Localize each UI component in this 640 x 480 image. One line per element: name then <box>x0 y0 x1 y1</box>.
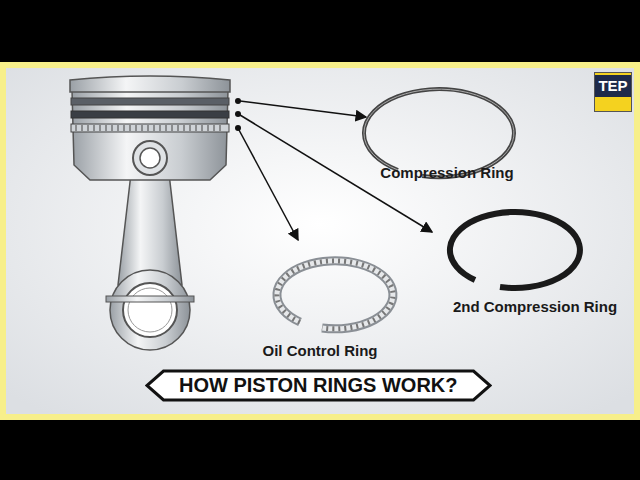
logo-text: TEP <box>595 75 631 97</box>
title-text: HOW PISTON RINGS WORK? <box>145 369 492 402</box>
part-label: Compression Ring <box>380 164 513 181</box>
part-label: Oil Control Ring <box>263 342 378 359</box>
logo-badge: TEP <box>594 72 632 112</box>
part-label: 2nd Compression Ring <box>453 298 617 315</box>
title-banner: HOW PISTON RINGS WORK? <box>145 369 492 402</box>
